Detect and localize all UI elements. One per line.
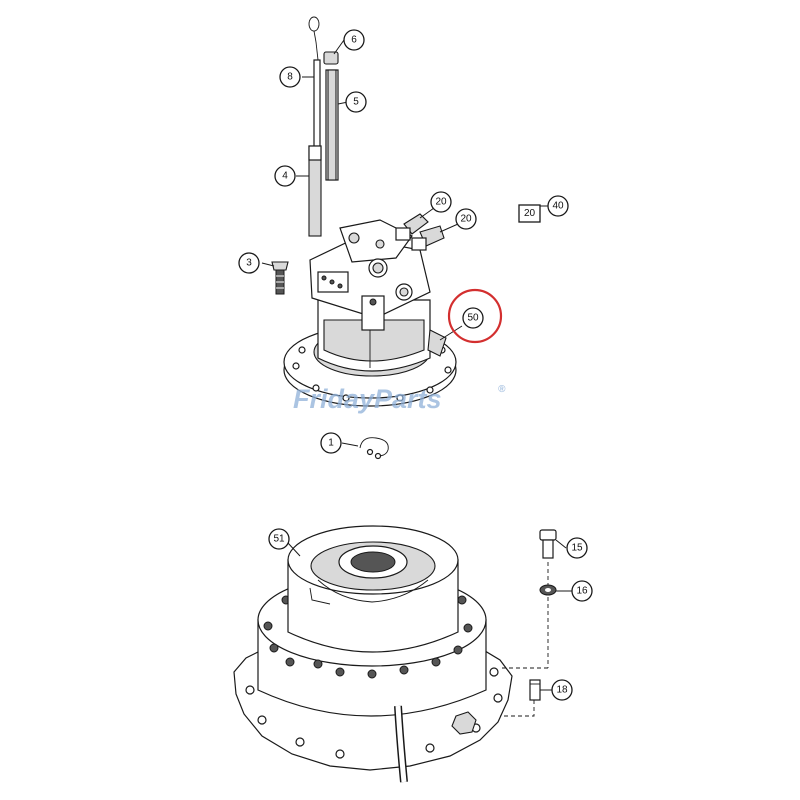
callout-20-upper-label: 20 — [435, 197, 447, 208]
callout-16-label: 16 — [576, 586, 588, 597]
dipstick-assembly — [308, 16, 339, 237]
callout-8-label: 8 — [287, 72, 293, 83]
reduction-gear-housing — [233, 525, 513, 783]
watermark-registered-mark: ® — [498, 384, 506, 395]
callout-1[interactable]: 1 — [320, 432, 342, 454]
callout-4[interactable]: 4 — [274, 165, 296, 187]
washer-16 — [539, 584, 557, 596]
callout-16-circle — [571, 580, 593, 602]
callout-18-label: 18 — [556, 685, 568, 696]
pin-18 — [529, 679, 541, 701]
callout-40-label: 40 — [552, 201, 564, 212]
callout-20-lower[interactable]: 20 — [455, 208, 477, 230]
callout-50-circle — [462, 307, 484, 329]
callout-20-box-label: 20 — [524, 208, 536, 219]
callout-6-circle — [343, 29, 365, 51]
watermark-text: FridayParts — [293, 384, 442, 414]
callout-3-circle — [238, 252, 260, 274]
callout-1-label: 1 — [328, 438, 334, 449]
callout-18[interactable]: 18 — [551, 679, 573, 701]
callout-15-circle — [566, 537, 588, 559]
callout-20-40[interactable]: 20 40 — [518, 195, 569, 223]
callout-50-label: 50 — [467, 313, 479, 324]
callout-51[interactable]: 51 — [268, 528, 290, 550]
callout-5[interactable]: 5 — [345, 91, 367, 113]
callout-20-upper[interactable]: 20 — [430, 191, 452, 213]
callout-40-circle — [547, 195, 569, 217]
callout-3-label: 3 — [246, 258, 252, 269]
callout-6[interactable]: 6 — [343, 29, 365, 51]
bolt-3 — [271, 261, 289, 295]
callout-16[interactable]: 16 — [571, 580, 593, 602]
callout-3[interactable]: 3 — [238, 252, 260, 274]
swing-motor-body — [283, 213, 457, 407]
callout-20-box — [518, 204, 541, 223]
callout-20-lower-label: 20 — [460, 214, 472, 225]
callout-51-circle — [268, 528, 290, 550]
callout-5-label: 5 — [353, 97, 359, 108]
callout-15[interactable]: 15 — [566, 537, 588, 559]
callout-1-circle — [320, 432, 342, 454]
callout-15-label: 15 — [571, 543, 583, 554]
highlight-circle — [447, 288, 503, 344]
leader-lines — [261, 39, 572, 691]
bolt-15 — [539, 529, 557, 668]
callout-8-circle — [279, 66, 301, 88]
callout-8[interactable]: 8 — [279, 66, 301, 88]
callout-5-circle — [345, 91, 367, 113]
watermark-logo: FridayParts ® — [293, 384, 506, 414]
callout-50[interactable]: 50 — [447, 288, 503, 344]
callout-6-label: 6 — [351, 35, 357, 46]
callout-20-lower-circle — [455, 208, 477, 230]
retaining-ring-1 — [359, 437, 389, 460]
callout-4-circle — [274, 165, 296, 187]
assembly-line-18 — [500, 700, 535, 717]
callout-4-label: 4 — [282, 171, 288, 182]
callout-18-circle — [551, 679, 573, 701]
callout-51-label: 51 — [273, 534, 285, 545]
callout-20-upper-circle — [430, 191, 452, 213]
